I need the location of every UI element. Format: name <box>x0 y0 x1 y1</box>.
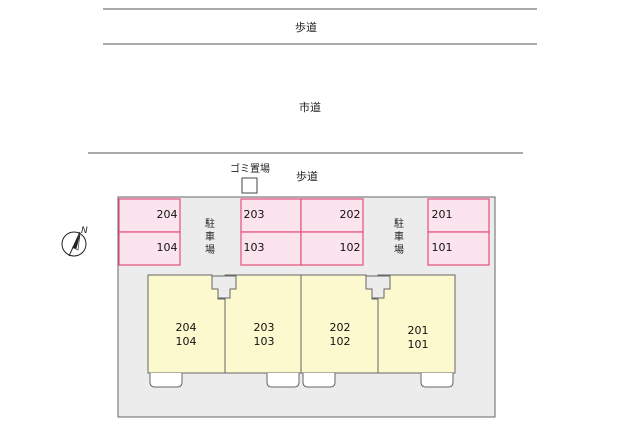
parking-label: 101 <box>432 241 453 254</box>
north-label: N <box>81 226 88 236</box>
entrance-step <box>302 373 336 388</box>
unit-number: 104 <box>176 335 197 348</box>
parking-label: 203 <box>244 208 265 221</box>
parking-label: 204 <box>157 208 178 221</box>
garbage-area-box <box>241 177 258 194</box>
unit-number: 204 <box>176 321 197 334</box>
parking-text-right-3: 場 <box>394 243 404 256</box>
unit-number: 202 <box>330 321 351 334</box>
entrance-step <box>420 373 454 388</box>
parking-space <box>118 198 181 233</box>
city-road-label: 市道 <box>299 100 321 114</box>
entrance-step <box>149 373 183 388</box>
unit-number: 101 <box>408 338 429 351</box>
unit-number: 102 <box>330 335 351 348</box>
parking-label: 201 <box>432 208 453 221</box>
parking-text-left-1: 駐 <box>205 217 215 230</box>
unit-number: 201 <box>408 324 429 337</box>
parking-space <box>240 231 302 266</box>
parking-text-left-3: 場 <box>205 243 215 256</box>
building-notch-cover <box>211 275 237 299</box>
sidewalk-bottom-label: 歩道 <box>296 169 318 183</box>
parking-space <box>118 231 181 266</box>
entrance-step <box>266 373 300 388</box>
parking-label: 202 <box>340 208 361 221</box>
parking-text-right-2: 車 <box>394 230 404 243</box>
parking-space <box>427 198 490 233</box>
garbage-area-label: ゴミ置場 <box>230 162 270 175</box>
sidewalk-top-label: 歩道 <box>295 20 317 34</box>
unit-number: 103 <box>254 335 275 348</box>
parking-space <box>300 231 364 266</box>
parking-label: 103 <box>244 241 265 254</box>
building-notch-cover <box>365 275 391 299</box>
north-arrow-icon: N <box>61 226 88 257</box>
parking-text-right-1: 駐 <box>394 217 404 230</box>
unit-number: 203 <box>254 321 275 334</box>
parking-label: 102 <box>340 241 361 254</box>
parking-space <box>427 231 490 266</box>
parking-text-left-2: 車 <box>205 230 215 243</box>
parking-label: 104 <box>157 241 178 254</box>
